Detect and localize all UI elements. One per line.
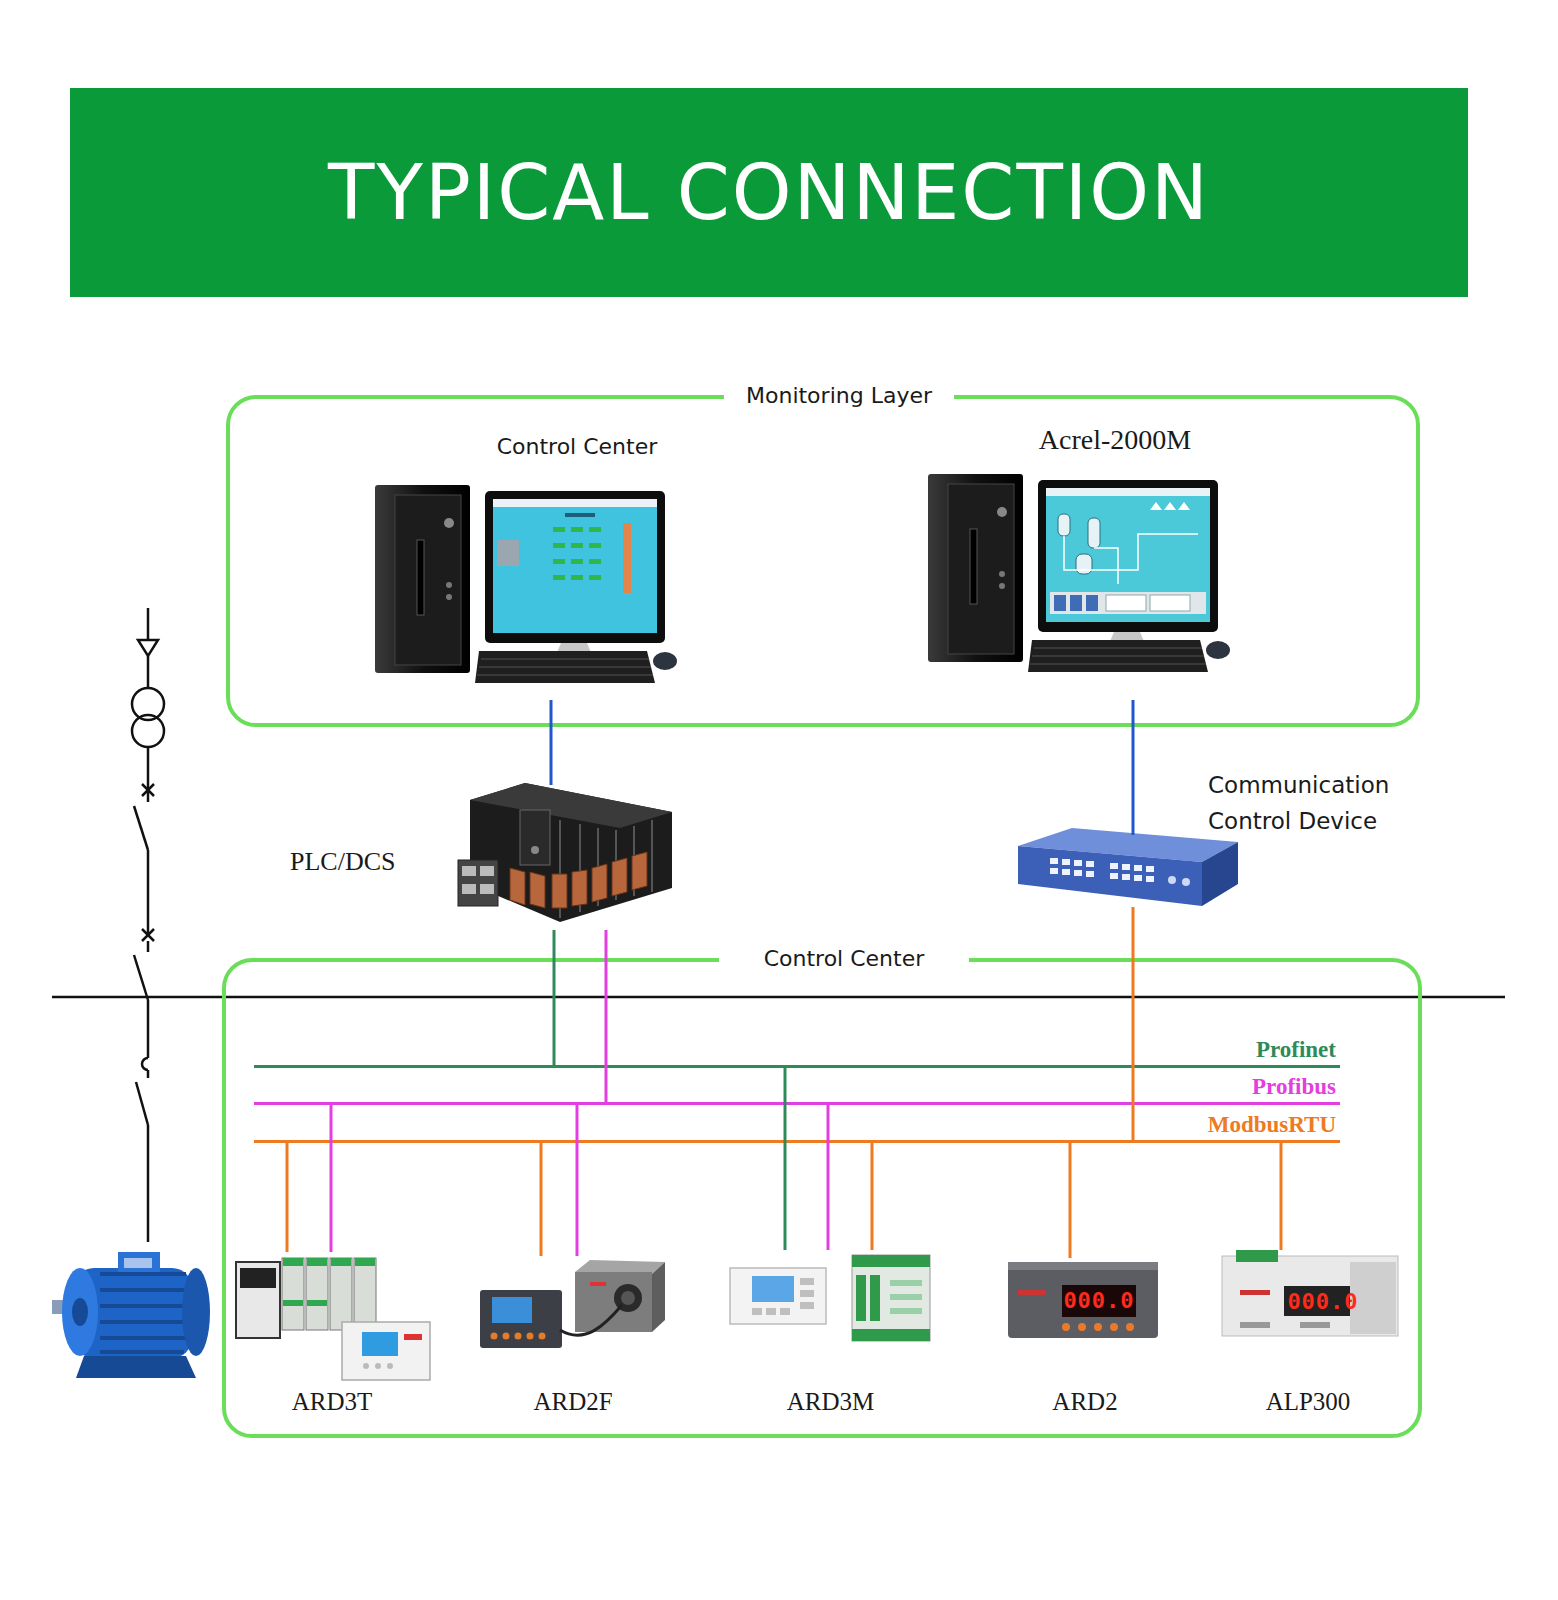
bus-line: Profibus bbox=[254, 1074, 1340, 1105]
bus-connector bbox=[330, 1104, 333, 1253]
device-illustration bbox=[1008, 1262, 1158, 1338]
computer-station: Control Center bbox=[370, 480, 690, 700]
bus-label: ModbusRTU bbox=[1208, 1112, 1336, 1138]
device-label: ALP300 bbox=[1218, 1388, 1398, 1416]
bus-connector bbox=[553, 930, 556, 1067]
node-label: Acrel-2000M bbox=[1005, 424, 1225, 456]
device-label: ARD3M bbox=[728, 1388, 933, 1416]
protection-device: ARD3T bbox=[234, 1252, 430, 1382]
bus-label: Profinet bbox=[1256, 1037, 1336, 1063]
frame-label: Monitoring Layer bbox=[724, 383, 954, 408]
bus-connector bbox=[1280, 1142, 1283, 1251]
bus-connector bbox=[1069, 1142, 1072, 1259]
computer-illustration bbox=[375, 485, 677, 683]
protection-device: ARD2 bbox=[1005, 1258, 1165, 1382]
layer-frame: Monitoring LayerControl CenterAcrel-2000… bbox=[226, 395, 1420, 727]
node-label: Communication Control Device bbox=[1208, 767, 1423, 839]
bus-connector bbox=[550, 700, 553, 785]
diagram-title: TYPICAL CONNECTION bbox=[328, 148, 1210, 237]
title-band: TYPICAL CONNECTION bbox=[70, 88, 1468, 297]
bus-line: Profinet bbox=[254, 1037, 1340, 1068]
bus-connector bbox=[784, 1067, 787, 1251]
bus-connector bbox=[827, 1104, 830, 1251]
busbar-line bbox=[52, 996, 1505, 999]
bus-label: Profibus bbox=[1252, 1074, 1336, 1100]
plc-unit: PLC/DCS bbox=[455, 785, 675, 930]
display-digits: 000.0 bbox=[1062, 1288, 1136, 1313]
computer-illustration bbox=[928, 474, 1230, 672]
switch-illustration bbox=[1018, 828, 1238, 906]
device-illustration bbox=[236, 1258, 430, 1380]
plc-illustration bbox=[458, 783, 672, 922]
motor-illustration bbox=[52, 1252, 210, 1378]
bus-connector bbox=[576, 1104, 579, 1257]
bus-connector bbox=[1132, 700, 1135, 835]
bus-line: ModbusRTU bbox=[254, 1112, 1340, 1143]
node-label: Control Center bbox=[467, 434, 687, 459]
protection-device: ARD3M bbox=[728, 1250, 933, 1382]
bus-connector bbox=[540, 1142, 543, 1257]
single-line-symbol bbox=[132, 608, 164, 1242]
display-digits: 000.0 bbox=[1285, 1289, 1361, 1314]
device-label: ARD3T bbox=[234, 1388, 430, 1416]
computer-station: Acrel-2000M bbox=[925, 472, 1255, 700]
network-switch: Communication Control Device bbox=[1015, 835, 1240, 907]
frame-label: Control Center bbox=[719, 946, 969, 971]
layer-frame: Control CenterProfinetProfibusModbusRTUA… bbox=[222, 958, 1422, 1438]
device-label: ARD2 bbox=[1005, 1388, 1165, 1416]
device-illustration bbox=[1222, 1250, 1398, 1336]
bus-connector bbox=[605, 930, 608, 1104]
device-illustration bbox=[480, 1260, 665, 1348]
bus-connector bbox=[1132, 907, 1135, 1142]
bus-connector bbox=[871, 1142, 874, 1251]
protection-device: ARD2F bbox=[478, 1256, 668, 1382]
device-illustration bbox=[730, 1255, 930, 1341]
node-label: PLC/DCS bbox=[290, 847, 440, 877]
protection-device: ALP300 bbox=[1218, 1250, 1398, 1382]
device-label: ARD2F bbox=[478, 1388, 668, 1416]
bus-connector bbox=[286, 1142, 289, 1253]
